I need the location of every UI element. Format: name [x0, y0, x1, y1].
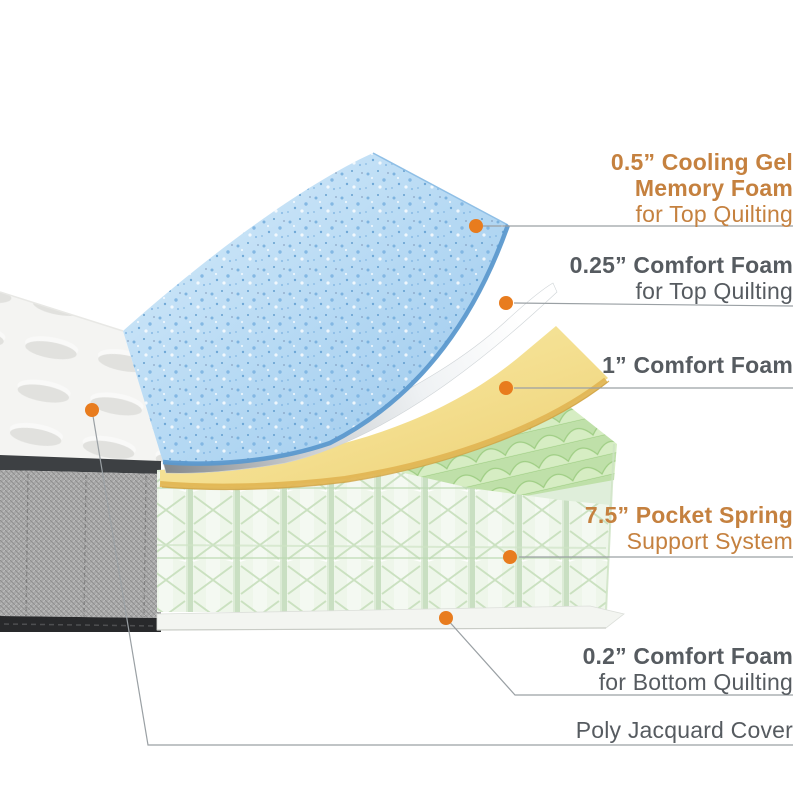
cover-bottom-binding: [0, 616, 161, 632]
callout-poly-jacquard-cover: Poly Jacquard Cover: [576, 717, 793, 743]
mattress-illustration: [0, 152, 625, 632]
callout-subtitle: Support System: [626, 528, 793, 554]
cooling-gel-cut-edge: [372, 152, 509, 226]
leader-line-comfort-foam-top: [513, 302, 794, 307]
callout-title: 0.2” Comfort Foam: [582, 643, 793, 669]
callout-dot-cooling-gel: [469, 219, 483, 233]
callout-pocket-spring: 7.5” Pocket Spring Support System: [585, 502, 793, 554]
callout-lines: [91, 225, 794, 746]
callout-subtitle: Poly Jacquard Cover: [575, 717, 793, 743]
callout-dot-comfort-foam-one-inch: [499, 381, 513, 395]
callout-subtitle: for Bottom Quilting: [598, 669, 793, 695]
pocket-spring-right-edge: [605, 443, 615, 613]
comfort-foam-layer-edge: [159, 377, 608, 490]
comfort-foam-layer-edge-line: [161, 380, 610, 491]
leader-line-poly-jacquard: [91, 409, 793, 746]
callout-comfort-foam-one-inch: 1” Comfort Foam: [602, 352, 793, 378]
mattress-edge-band: [0, 455, 161, 474]
callout-title: 0.25” Comfort Foam: [569, 252, 793, 278]
binding-stitch-line: [3, 623, 158, 627]
callout-dot-pocket-spring: [503, 550, 517, 564]
cooling-gel-thickness-edge: [162, 224, 511, 466]
callout-comfort-foam-top: 0.25” Comfort Foam for Top Quilting: [570, 252, 793, 304]
leader-line-comfort-foam-bottom: [445, 617, 793, 696]
cover-seam-lines: [25, 473, 147, 618]
callout-cooling-gel-memory-foam: 0.5” Cooling Gel Memory Foam for Top Qui…: [611, 149, 793, 227]
callout-subtitle: for Top Quilting: [635, 201, 793, 227]
bottom-foam-base-shadow: [156, 627, 607, 631]
cooling-gel-speckles: [123, 153, 508, 464]
jacquard-cover-side-panel: [0, 470, 161, 618]
callout-title: Memory Foam: [634, 175, 793, 201]
quilted-top-panel: [0, 292, 163, 462]
callout-dot-comfort-foam-bottom: [439, 611, 453, 625]
bottom-foam-base: [156, 605, 625, 631]
callout-dot-poly-jacquard: [85, 403, 99, 417]
callout-dots: [85, 219, 517, 625]
callout-title: 0.5” Cooling Gel: [610, 149, 793, 175]
callout-dot-comfort-foam-top: [499, 296, 513, 310]
callout-title: 7.5” Pocket Spring: [584, 502, 793, 528]
callout-comfort-foam-bottom: 0.2” Comfort Foam for Bottom Quilting: [583, 643, 793, 695]
callout-title: 1” Comfort Foam: [602, 352, 793, 378]
callout-subtitle: for Top Quilting: [635, 278, 793, 304]
quilted-top-edge-highlight: [0, 291, 124, 332]
